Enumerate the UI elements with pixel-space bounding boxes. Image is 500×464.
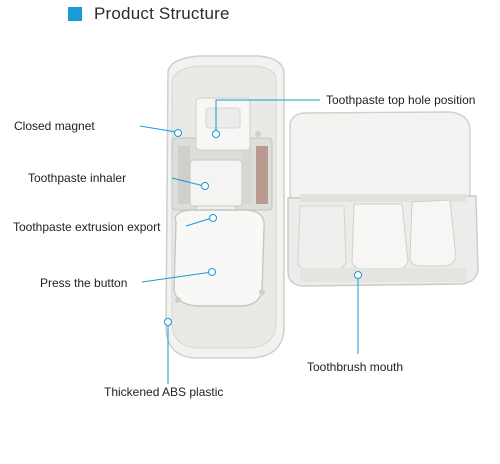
dot-press-button [208, 268, 216, 276]
header-square-marker [68, 7, 82, 21]
label-toothpaste-extrusion: Toothpaste extrusion export [13, 220, 161, 234]
leader-dots [164, 129, 362, 326]
label-closed-magnet: Closed magnet [14, 119, 95, 133]
label-toothpaste-inhaler: Toothpaste inhaler [28, 171, 127, 185]
label-toothpaste-top-hole: Toothpaste top hole position [326, 93, 476, 107]
leader-lines [139, 99, 359, 384]
dot-extrusion [209, 214, 217, 222]
section-header: Product Structure [68, 2, 230, 26]
leader-line-press-button [141, 271, 213, 283]
label-abs-plastic: Thickened ABS plastic [104, 385, 224, 399]
label-press-button: Press the button [40, 276, 128, 290]
toothbrush-holder [287, 111, 479, 287]
dot-closed-magnet [174, 129, 182, 137]
dot-toothbrush-mouth [354, 271, 362, 279]
dot-abs-plastic [164, 318, 172, 326]
leader-line-top-hole [215, 99, 320, 133]
leader-line-inhaler [171, 177, 205, 187]
leader-line-closed-magnet [139, 125, 177, 133]
page-title: Product Structure [94, 4, 230, 23]
dot-inhaler [201, 182, 209, 190]
leader-line-extrusion [185, 217, 213, 227]
dot-top-hole [212, 130, 220, 138]
dispenser-body [165, 55, 285, 359]
label-toothbrush-mouth: Toothbrush mouth [307, 360, 404, 374]
